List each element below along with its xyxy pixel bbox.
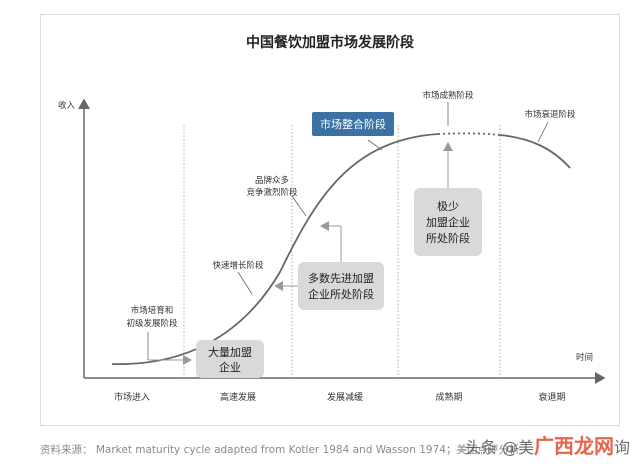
x-axis-label: 时间 — [576, 352, 593, 363]
y-axis-label: 收入 — [58, 100, 76, 111]
few-franchise-box — [414, 188, 482, 256]
pioneers-box-line2: 企业所处阶段 — [308, 287, 374, 301]
maturity-curve-decline — [499, 134, 571, 169]
few-franchise-box-line1: 极少 — [437, 199, 459, 213]
watermark-suffix: 询 — [613, 438, 630, 457]
consolidation-box — [312, 112, 394, 136]
few-franchise-box-line2: 加盟企业 — [426, 215, 470, 229]
note-pointer-consolidation — [367, 139, 383, 151]
pioneers-box-line1: 多数先进加盟 — [308, 271, 374, 285]
source-citation: 资料来源： Market maturity cycle adapted from… — [40, 444, 520, 456]
stage-label-entry: 市场进入 — [114, 391, 150, 403]
many-franchise-box — [196, 340, 264, 378]
note-brands-1: 品牌众多 — [255, 175, 290, 186]
consolidation-box-label: 市场整合阶段 — [320, 117, 386, 131]
watermark: 头条 @美广西龙网询 — [465, 430, 630, 459]
note-pointer-decline — [537, 121, 549, 143]
note-pointer-brands — [291, 195, 307, 217]
diagram-title: 中国餐饮加盟市场发展阶段 — [246, 35, 414, 51]
stage-label-growth: 高速发展 — [220, 391, 256, 403]
note-brands-2: 竞争激烈阶段 — [246, 187, 298, 198]
many-franchise-box-line1: 大量加盟 — [208, 345, 252, 359]
note-decline: 市场衰退阶段 — [524, 109, 576, 120]
note-cultivation-2: 初级发展阶段 — [126, 318, 178, 329]
note-mature: 市场成熟阶段 — [422, 90, 474, 101]
watermark-prefix: 头条 @美 — [464, 438, 534, 457]
note-cultivation-1: 市场培育和 — [131, 305, 174, 316]
watermark-brand: 广西龙网 — [533, 434, 614, 458]
stage-label-maturity: 成熟期 — [435, 391, 462, 403]
stage-label-decline: 衰退期 — [538, 391, 565, 403]
many-franchise-box-line2: 企业 — [219, 360, 241, 374]
maturity-curve-peak — [437, 132, 501, 136]
stage-label-slowdown: 发展减缓 — [327, 391, 363, 403]
pioneers-box — [298, 262, 384, 310]
few-franchise-box-line3: 所处阶段 — [426, 231, 470, 245]
note-rapid-growth: 快速增长阶段 — [212, 260, 264, 271]
maturity-curve — [111, 133, 439, 365]
note-pointer-rapid — [237, 271, 253, 295]
diagram-frame — [40, 14, 620, 426]
